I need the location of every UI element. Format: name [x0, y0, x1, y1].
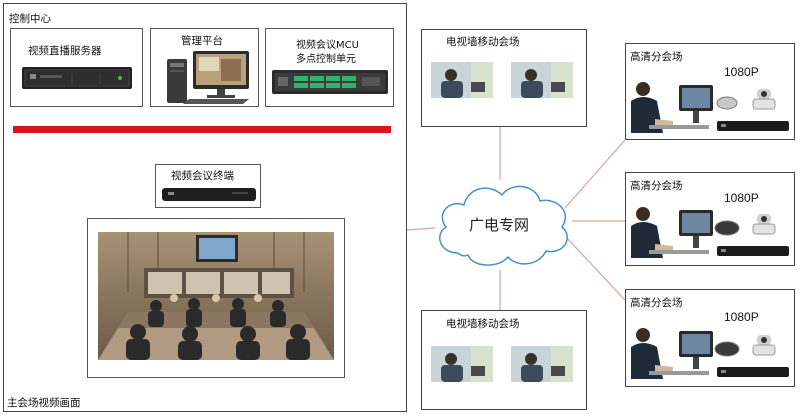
network-to-hd-1-line: [564, 139, 626, 209]
hd-venue-3-resolution: 1080P: [724, 310, 759, 324]
hd-venue-equipment-image: [631, 207, 789, 258]
hd-venue-equipment-image: [631, 82, 789, 133]
hd-venue-2-box: 高清分会场 1080P: [625, 172, 795, 266]
conference-terminal-box: 视频会议终端: [155, 164, 261, 208]
main-venue-label: 主会场视频画面: [7, 397, 81, 409]
mcu-label-line2: 多点控制单元: [296, 54, 356, 65]
mobile-venue-2-label: 电视墙移动会场: [446, 318, 520, 330]
management-platform-box: 管理平台: [150, 28, 259, 107]
mcu-rack-icon: [272, 70, 388, 94]
rack-server-icon: [22, 67, 132, 89]
tv-wall-image-left: [431, 62, 493, 98]
hd-venue-3-label: 高清分会场: [630, 297, 683, 309]
hd-venue-1-resolution: 1080P: [724, 65, 759, 79]
hd-venue-3-box: 高清分会场 1080P: [625, 289, 795, 387]
live-streaming-server-label: 视频直播服务器: [28, 45, 102, 57]
desktop-computer-icon: [167, 51, 249, 104]
mobile-venue-1-box: 电视墙移动会场: [421, 29, 587, 127]
management-platform-label: 管理平台: [181, 35, 223, 47]
terminal-device-icon: [162, 188, 256, 201]
mobile-venue-1-label: 电视墙移动会场: [446, 36, 520, 48]
mcu-label-line1: 视频会议MCU: [296, 40, 359, 51]
tv-wall-image-right: [511, 62, 573, 98]
control-center-title: 控制中心: [9, 13, 51, 25]
main-venue-box: [87, 218, 345, 378]
tv-wall-image-left: [431, 346, 493, 382]
mcu-box: 视频会议MCU 多点控制单元: [265, 28, 394, 107]
hd-venue-2-resolution: 1080P: [724, 191, 759, 205]
hd-venue-2-label: 高清分会场: [630, 180, 683, 192]
network-to-hd-3-line: [564, 235, 626, 301]
tv-wall-image-right: [511, 346, 573, 382]
hd-venue-equipment-image: [631, 328, 789, 379]
conference-terminal-label: 视频会议终端: [171, 170, 234, 182]
meeting-room-image: [98, 232, 334, 360]
network-bus: [13, 126, 391, 133]
center-to-network-line: [406, 227, 436, 231]
hd-venue-1-label: 高清分会场: [630, 51, 683, 63]
cloud-icon: [439, 185, 568, 266]
hd-venue-1-box: 高清分会场 1080P: [625, 43, 795, 140]
live-streaming-server-box: 视频直播服务器: [10, 28, 143, 107]
mobile-venue-2-box: 电视墙移动会场: [421, 310, 587, 410]
network-label: 广电专网: [469, 216, 530, 234]
